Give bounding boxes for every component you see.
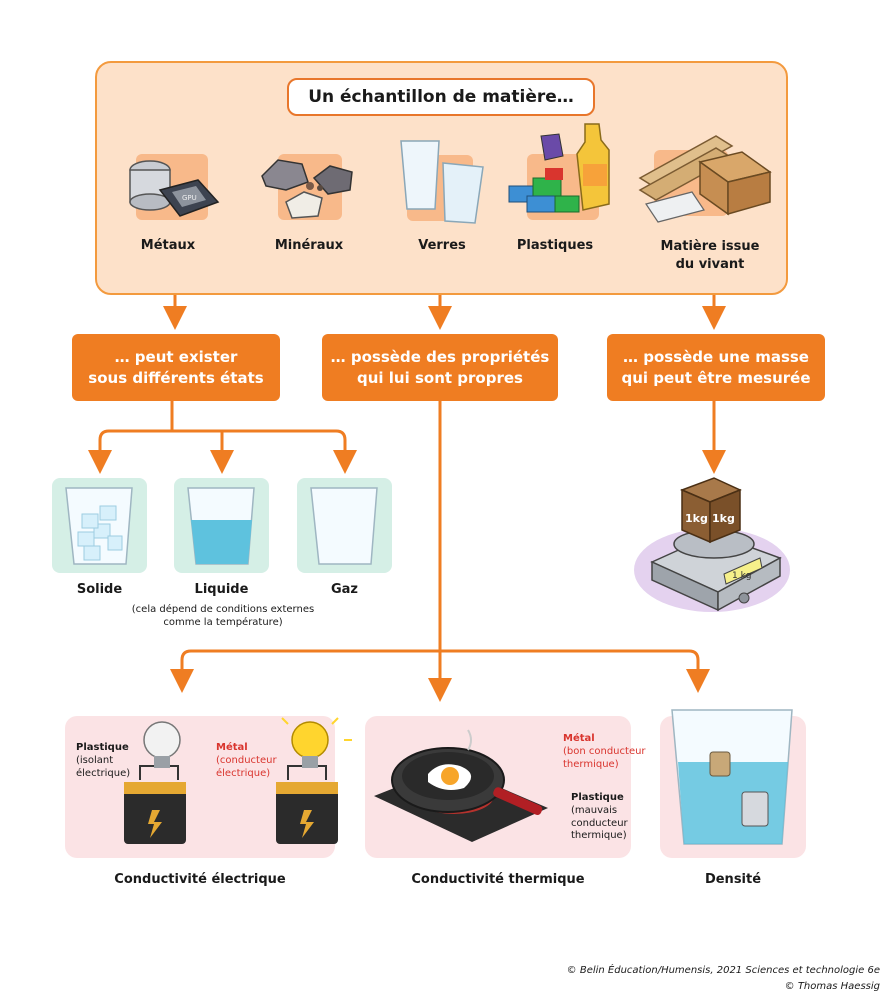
state-label-gas: Gaz: [330, 582, 358, 597]
liquid-beaker-icon: [187, 487, 255, 565]
states-note: (cela dépend de conditions externes comm…: [131, 604, 315, 628]
scale-display: 1 kg: [732, 571, 752, 581]
category-label-living-matter: Matière issue du vivant: [660, 239, 760, 273]
solid-beaker-icon: [65, 487, 133, 565]
electric-plastic-note: (isolant électrique): [76, 755, 131, 779]
plastics-icon: [508, 123, 610, 220]
electric-metal-note: (conducteur électrique): [216, 755, 277, 779]
thermal-metal-label: Métal: [563, 733, 595, 744]
category-label-plastics: Plastiques: [516, 238, 594, 253]
living-matter-icon: [638, 135, 772, 223]
branch-states: … peut exister sous différents états: [72, 334, 280, 401]
gas-beaker-icon: [310, 487, 378, 565]
thermal-metal-note: (bon conducteur thermique): [563, 746, 646, 770]
scale-illustration: 1 kg 1kg 1kg: [634, 477, 790, 612]
credit-illustrator: © Thomas Haessig: [784, 981, 880, 992]
density-beaker-illustration: [671, 709, 793, 845]
property-label-density: Densité: [704, 872, 762, 887]
property-label-thermal: Conductivité thermique: [411, 872, 585, 887]
glasses-icon: [400, 140, 484, 224]
branch-mass: … possède une masse qui peut être mesuré…: [607, 334, 825, 401]
cube-label-left: 1kg: [685, 512, 708, 525]
minerals-icon: [261, 154, 353, 220]
thermal-plastic-label: Plastique: [571, 792, 624, 803]
diagram-title: Un échantillon de matière…: [287, 78, 595, 116]
thermal-plastic-note: (mauvais conducteur thermique): [571, 805, 628, 841]
metals-icon: GPU: [129, 154, 220, 220]
property-label-electric: Conductivité électrique: [114, 872, 286, 887]
electric-plastic-label: Plastique: [76, 742, 129, 753]
electric-circuits-illustration: [124, 717, 352, 844]
category-label-metals: Métaux: [140, 238, 196, 253]
svg-text:GPU: GPU: [182, 194, 197, 202]
category-label-glasses: Verres: [418, 238, 466, 253]
branch-properties: … possède des propriétés qui lui sont pr…: [322, 334, 558, 401]
cube-label-right: 1kg: [712, 512, 735, 525]
category-label-minerals: Minéraux: [274, 238, 344, 253]
state-label-solid: Solide: [76, 582, 123, 597]
frying-pan-illustration: [374, 729, 548, 842]
electric-metal-label: Métal: [216, 742, 248, 753]
state-label-liquid: Liquide: [194, 582, 249, 597]
credit-publisher: © Belin Éducation/Humensis, 2021 Science…: [566, 965, 880, 976]
